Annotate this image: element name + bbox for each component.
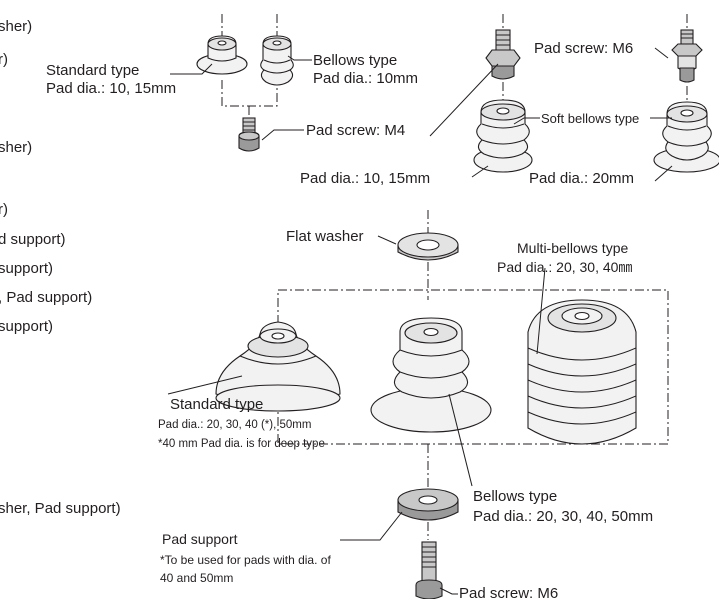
label-soft-dia-small: Pad dia.: 10, 15mm — [300, 170, 430, 187]
left-cut-2: sher) — [0, 139, 32, 156]
left-cut-text: sher) r) sher) r) d support) support) , … — [0, 18, 121, 517]
left-cut-8: sher, Pad support) — [0, 500, 121, 517]
multi-bellows-pad — [527, 299, 637, 445]
left-cut-1: r) — [0, 51, 8, 68]
label-pad-support: Pad support — [162, 531, 238, 547]
label-standard-large-type: Standard type — [170, 396, 263, 413]
label-soft-dia-large: Pad dia.: 20mm — [529, 170, 634, 187]
label-standard-small-dia: Pad dia.: 10, 15mm — [46, 80, 176, 97]
hex-fitting-small — [485, 29, 521, 80]
label-standard-large-note: *40 mm Pad dia. is for deep type — [158, 438, 325, 450]
standard-pad-small — [196, 35, 248, 75]
pad-screw-m6-bottom — [415, 541, 443, 599]
label-standard-small-type: Standard type — [46, 62, 139, 79]
bellows-pad-large — [370, 317, 492, 433]
label-pad-support-note2: 40 and 50mm — [160, 571, 233, 585]
left-cut-3: r) — [0, 201, 8, 218]
label-multi-bellows-dia: Pad dia.: 20, 30, 40㎜ — [497, 259, 632, 275]
pad-support — [397, 488, 459, 521]
fitting-m6-top — [671, 29, 703, 83]
left-cut-5: support) — [0, 260, 53, 277]
label-standard-large-dia: Pad dia.: 20, 30, 40 (*), 50mm — [158, 419, 311, 431]
left-cut-7: support) — [0, 318, 53, 335]
left-cut-6: , Pad support) — [0, 289, 92, 306]
soft-bellows-pad-small — [473, 99, 533, 173]
label-bellows-small-type: Bellows type — [313, 52, 397, 69]
label-bellows-small-dia: Pad dia.: 10mm — [313, 70, 418, 87]
soft-bellows-pad-large — [653, 101, 719, 173]
label-pad-screw-m6-top: Pad screw: M6 — [534, 40, 633, 57]
left-cut-4: d support) — [0, 231, 66, 248]
pad-screw-m4 — [238, 117, 260, 152]
label-soft-bellows-type: Soft bellows type — [541, 111, 639, 126]
label-pad-screw-m4: Pad screw: M4 — [306, 122, 405, 139]
label-pad-screw-m6-bottom: Pad screw: M6 — [459, 585, 558, 599]
standard-pad-large — [215, 321, 341, 412]
left-cut-0: sher) — [0, 18, 32, 35]
label-bellows-large-type: Bellows type — [473, 488, 557, 505]
label-multi-bellows-type: Multi-bellows type — [517, 240, 628, 256]
label-pad-support-note1: *To be used for pads with dia. of — [160, 553, 331, 567]
label-bellows-large-dia: Pad dia.: 20, 30, 40, 50mm — [473, 508, 653, 525]
label-flat-washer: Flat washer — [286, 228, 364, 245]
flat-washer — [397, 232, 459, 261]
bellows-pad-small — [260, 35, 294, 86]
